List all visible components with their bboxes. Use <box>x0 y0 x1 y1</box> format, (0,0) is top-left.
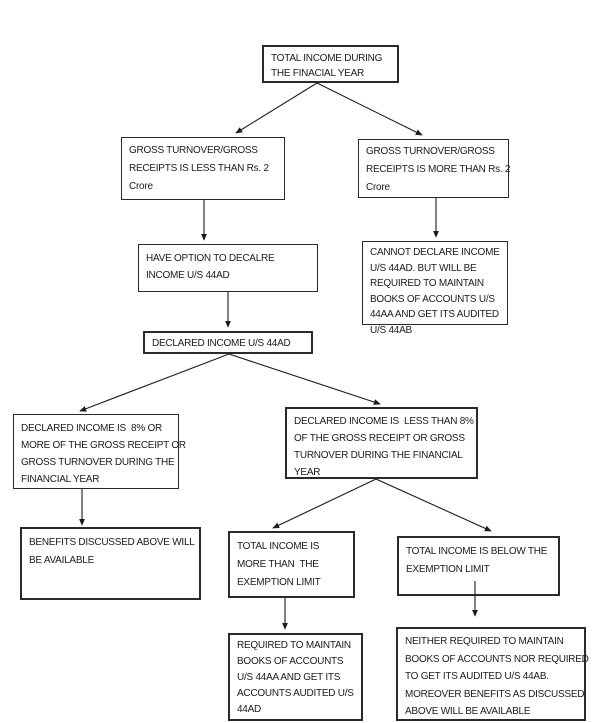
node-have-option-declare: HAVE OPTION TO DECALRE INCOME U/S 44AD <box>138 244 318 292</box>
node-declared-8pct-or-more: DECLARED INCOME IS 8% OR MORE OF THE GRO… <box>13 414 186 489</box>
node-neither-required: NEITHER REQUIRED TO MAINTAIN BOOKS OF AC… <box>396 627 589 721</box>
arrow-declared-to-less8pct <box>228 353 381 405</box>
node-turnover-less-2crore: GROSS TURNOVER/GROSS RECEIPTS IS LESS TH… <box>121 137 285 200</box>
arrow-total-to-less2crore <box>235 82 318 134</box>
node-turnover-more-2crore: GROSS TURNOVER/GROSS RECEIPTS IS MORE TH… <box>358 139 510 198</box>
node-declared-income-44ad: DECLARED INCOME U/S 44AD <box>143 331 313 354</box>
node-income-above-exemption: TOTAL INCOME IS MORE THAN THE EXEMPTION … <box>228 531 355 598</box>
node-benefits-available: BENEFITS DISCUSSED ABOVE WILL BE AVAILAB… <box>20 527 201 600</box>
node-total-income: TOTAL INCOME DURING THE FINACIAL YEAR <box>262 45 399 83</box>
arrow-less8pct-to-belowexemption <box>375 478 492 532</box>
arrow-declared-to-8pct <box>79 353 230 412</box>
arrow-less8pct-to-aboveexemption <box>272 478 377 529</box>
arrow-total-to-more2crore <box>316 82 423 136</box>
node-cannot-declare: CANNOT DECLARE INCOME U/S 44AD. BUT WILL… <box>362 241 508 336</box>
node-income-below-exemption: TOTAL INCOME IS BELOW THE EXEMPTION LIMI… <box>397 536 560 596</box>
node-declared-less-8pct: DECLARED INCOME IS LESS THAN 8% OF THE G… <box>285 407 478 479</box>
node-required-maintain-books: REQUIRED TO MAINTAIN BOOKS OF ACCOUNTS U… <box>228 633 363 721</box>
